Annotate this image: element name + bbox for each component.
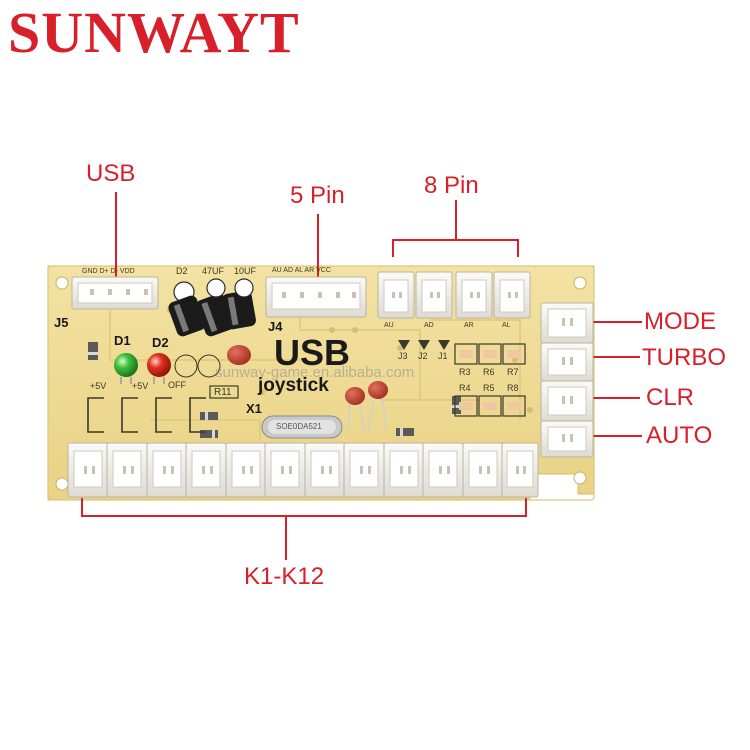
board-title: USB — [274, 332, 351, 373]
callout-eight-pin: 8 Pin — [424, 172, 479, 199]
label-r3: R3 — [459, 367, 471, 377]
crystal-marking: SOE0DA521 — [276, 422, 322, 431]
eight-pin-connectors — [377, 271, 531, 319]
label-ad: AD — [424, 322, 434, 329]
label-usb-pins: GND D+ D- VDD — [82, 268, 135, 275]
diode — [88, 342, 98, 360]
k1-k12-connectors — [67, 442, 539, 498]
label-j3: J3 — [398, 351, 408, 361]
callout-clr: CLR — [646, 384, 695, 411]
label-d1: D1 — [114, 333, 131, 348]
label-cap-b: 47UF — [202, 266, 225, 276]
led-d1 — [114, 353, 138, 384]
label-j4-pins: AU AD AL AR VCC — [272, 267, 331, 274]
mount-hole — [55, 477, 69, 491]
label-r5: R5 — [483, 383, 495, 393]
label-j1: J1 — [438, 351, 448, 361]
mount-hole — [55, 276, 69, 290]
label-al: AL — [502, 322, 511, 329]
callout-usb: USB — [86, 160, 136, 187]
right-connectors — [540, 302, 594, 458]
mount-hole — [573, 471, 587, 485]
label-j4: J4 — [268, 319, 283, 334]
label-r6: R6 — [483, 367, 495, 377]
callout-mode: MODE — [644, 308, 716, 335]
brand-logo: SUNWAYT — [8, 0, 300, 65]
callout-k1-k12: K1-K12 — [244, 563, 325, 590]
switch-pads — [87, 397, 206, 433]
annotation-lines — [81, 192, 642, 560]
label-cap-c: 10UF — [234, 266, 257, 276]
label-cap-a: D2 — [176, 266, 188, 276]
diode — [396, 428, 414, 436]
electrolytic-capacitors — [168, 278, 256, 337]
label-plus5v-a: +5V — [90, 381, 107, 391]
callout-turbo: TURBO — [642, 344, 726, 371]
diode — [200, 430, 218, 438]
usb-connector-j5 — [71, 276, 159, 310]
label-r11: R11 — [214, 387, 232, 398]
diode — [200, 412, 218, 420]
label-r8: R8 — [507, 383, 519, 393]
label-r4: R4 — [459, 383, 471, 393]
label-j2: J2 — [418, 351, 428, 361]
label-x1: X1 — [246, 401, 262, 416]
resistor-pads — [209, 343, 526, 417]
ceramic-capacitor — [345, 387, 365, 405]
label-plus5v-b: +5V — [132, 381, 149, 391]
label-off: OFF — [168, 380, 186, 390]
diode — [452, 396, 461, 414]
callout-five-pin: 5 Pin — [290, 182, 345, 209]
callout-auto: AUTO — [646, 422, 713, 449]
five-pin-connector-j4 — [265, 276, 367, 318]
label-au: AU — [384, 322, 394, 329]
led-d2 — [147, 353, 171, 384]
label-ar: AR — [464, 322, 474, 329]
mount-hole — [573, 276, 587, 290]
label-r7: R7 — [507, 367, 519, 377]
board-subtitle: joystick — [258, 375, 329, 396]
watermark-text: sunway-game.en.alibaba.com — [215, 364, 415, 381]
ceramic-capacitor — [227, 345, 251, 365]
label-j5: J5 — [54, 315, 69, 330]
label-d2: D2 — [152, 335, 169, 350]
ceramic-capacitor — [368, 381, 388, 399]
